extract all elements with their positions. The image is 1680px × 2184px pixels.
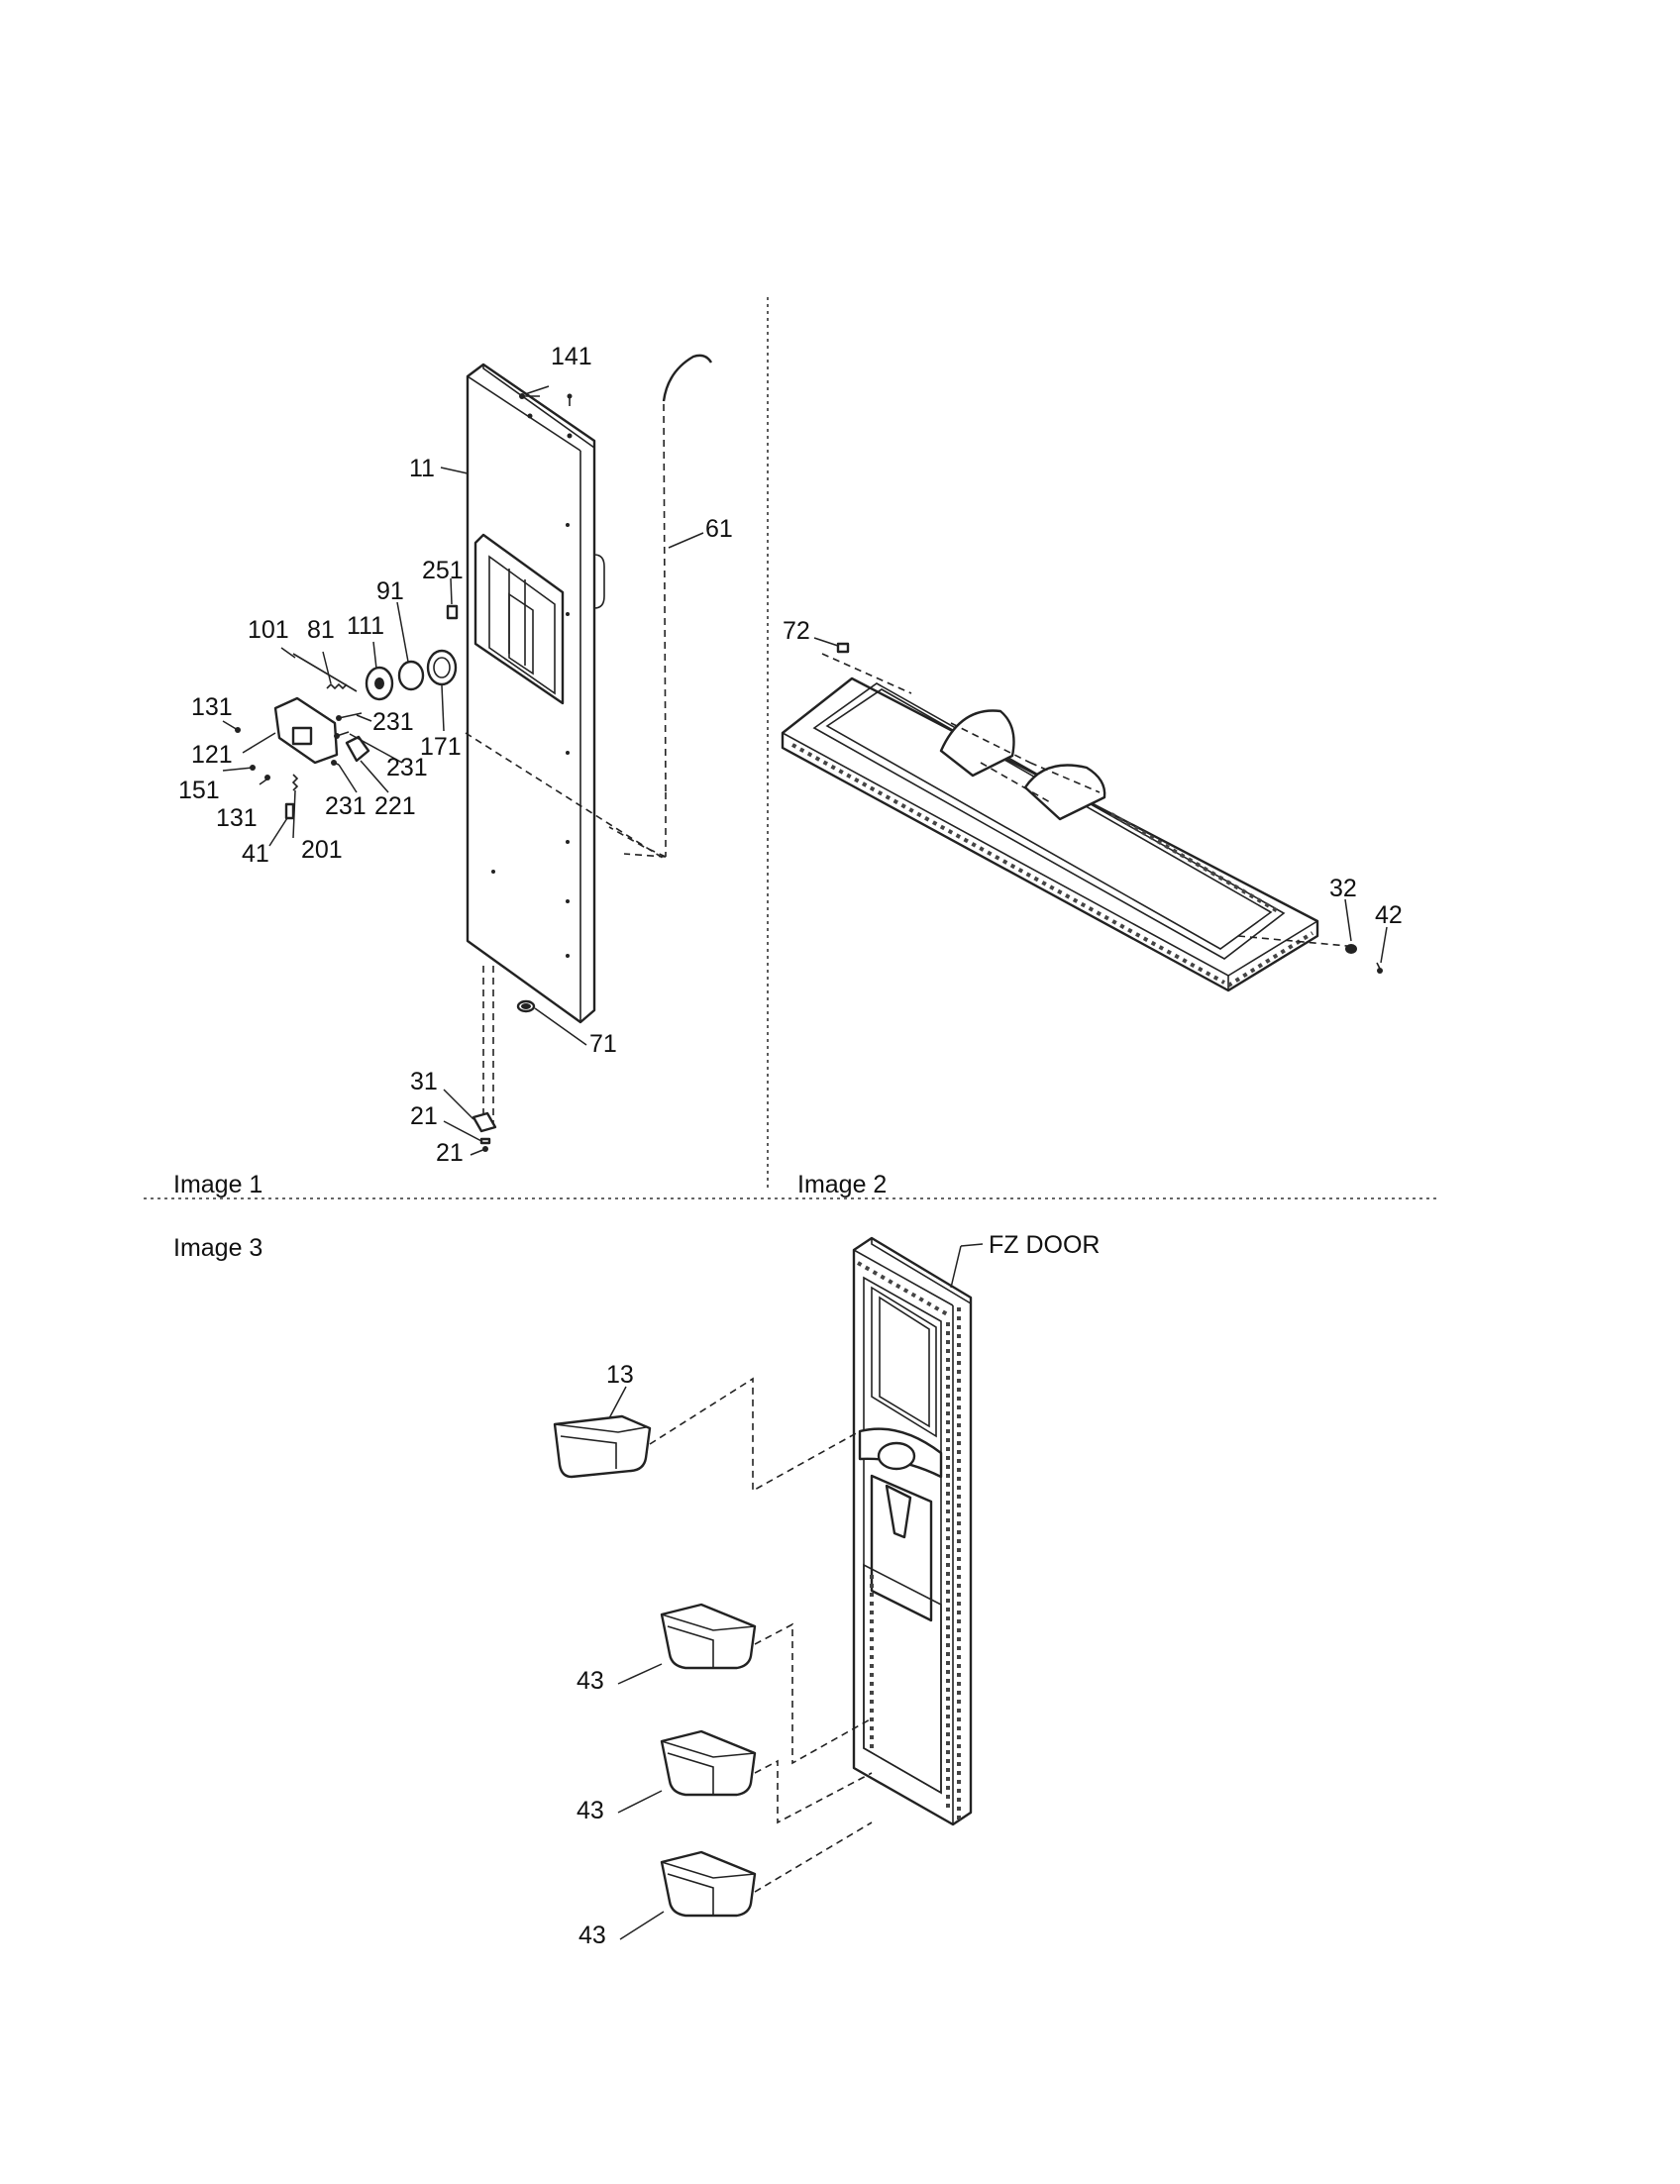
callout-251: 251 [422,557,464,584]
image-3-leaders [608,1243,984,1940]
callout-21-lower: 21 [436,1139,464,1167]
callout-32: 32 [1329,875,1357,902]
actuator-cluster [235,604,459,820]
image-3-caption: Image 3 [173,1234,262,1262]
callout-131-upper: 131 [191,693,233,721]
callout-151: 151 [178,777,220,804]
image-1-caption: Image 1 [173,1171,262,1198]
callout-43-a: 43 [577,1667,604,1695]
callout-43-c: 43 [578,1922,606,1949]
image-2-caption: Image 2 [797,1171,887,1198]
callout-201: 201 [301,836,343,864]
water-tube [465,354,713,861]
image-2-leaders [813,637,1388,964]
callout-61: 61 [705,515,733,543]
callout-72: 72 [783,617,810,645]
callout-13: 13 [606,1361,634,1389]
image-2-parts [836,642,1383,974]
door-top-parts [519,393,573,406]
callout-21-upper: 21 [410,1102,438,1130]
callout-81: 81 [307,616,335,644]
door-top-view [781,653,1348,992]
callout-111: 111 [347,612,384,640]
image-2-callouts: 72 32 42 [783,617,1403,929]
bin-13 [553,1414,652,1479]
callout-41: 41 [242,840,269,868]
hinge-parts [472,966,536,1152]
callout-42: 42 [1375,901,1403,929]
callout-141: 141 [551,343,592,370]
callout-91: 91 [376,577,404,605]
callout-11: 11 [409,455,435,482]
callout-71: 71 [589,1030,617,1058]
fz-door-label: FZ DOOR [989,1231,1101,1259]
image-3-callouts: FZ DOOR 13 43 43 43 [577,1231,1101,1949]
fz-door [852,1236,973,1826]
callout-121: 121 [191,741,233,769]
bin-43-a [660,1603,757,1670]
bin-43-c [660,1850,757,1918]
callout-131-lower: 131 [216,804,258,832]
image-1-leaders [222,385,704,1156]
callout-171: 171 [420,733,462,761]
callout-231-c: 231 [325,792,367,820]
callout-231-b: 231 [386,754,428,781]
callout-31: 31 [410,1068,438,1095]
callout-43-b: 43 [577,1797,604,1824]
image-3-guides [649,1377,873,1893]
bin-43-b [660,1729,757,1797]
image-1-callouts: 141 11 61 251 91 111 81 101 131 231 231 … [178,343,733,1167]
callout-101: 101 [248,616,289,644]
callout-231-a: 231 [372,708,414,736]
callout-221: 221 [374,792,416,820]
door-assembly [466,363,605,1024]
